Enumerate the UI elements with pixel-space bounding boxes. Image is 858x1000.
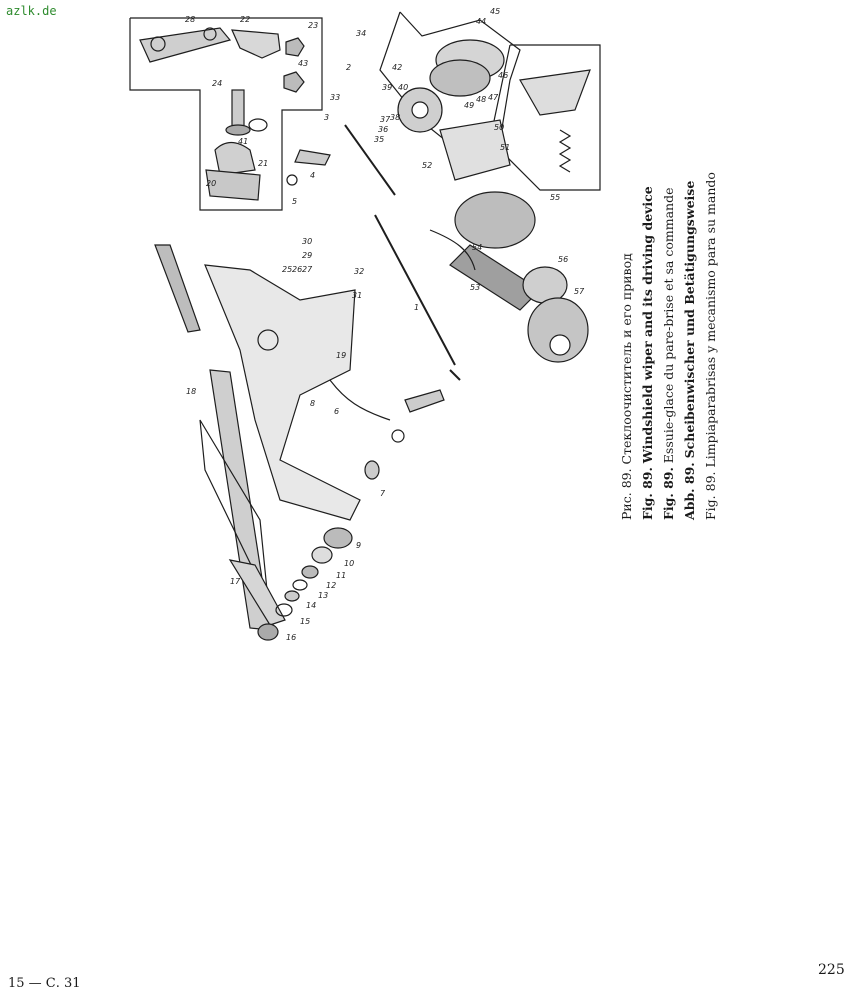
plate-22 [231, 29, 281, 59]
callout-39: 39 [382, 83, 392, 92]
caption-line-fr: Fig. 89. Essuie-glace du pare-brise et s… [661, 187, 676, 520]
connecting-rods [344, 124, 461, 381]
callout-37: 37 [380, 115, 391, 124]
callout-3: 3 [324, 113, 329, 122]
nut-43 [283, 71, 305, 93]
callout-46: 46 [498, 71, 508, 80]
callout-40: 40 [398, 83, 408, 92]
caption-line-en: Fig. 89. Windshield wiper and its drivin… [640, 186, 655, 520]
callout-48: 48 [476, 95, 486, 104]
callout-17: 17 [230, 577, 241, 586]
callout-2-top: 2 [346, 63, 351, 72]
callout-28: 28 [185, 15, 195, 24]
signature-mark: 15 — С. 31 [8, 976, 81, 991]
wiper-arm-16 [154, 244, 201, 333]
callout-1: 1 [414, 303, 419, 312]
caption-line-ru: Рис. 89. Стеклоочиститель и его привод [619, 253, 634, 520]
callout-27: 27 [302, 265, 313, 274]
figure-caption: Рис. 89. Стеклоочиститель и его привод F… [616, 172, 726, 520]
callout-7: 7 [380, 489, 386, 498]
washer-stack [257, 527, 353, 641]
callout-35: 35 [374, 135, 384, 144]
wire-harness-motor [429, 229, 476, 271]
callout-31: 31 [352, 291, 362, 300]
callout-6: 6 [334, 407, 339, 416]
wiper-arm-base-plate [204, 264, 361, 521]
spring-51 [558, 129, 572, 173]
callout-5: 5 [292, 197, 297, 206]
electric-motor [449, 191, 589, 363]
wiper-arm-17 [228, 559, 286, 626]
gear-housing [397, 39, 505, 133]
callout-15: 15 [300, 617, 310, 626]
motor-mounting-plate [439, 119, 511, 181]
callout-32: 32 [354, 267, 364, 276]
callout-8: 8 [310, 399, 315, 408]
callout-25: 25 [282, 265, 292, 274]
callout-21: 21 [258, 159, 268, 168]
callout-36: 36 [378, 125, 388, 134]
callout-42: 42 [392, 63, 402, 72]
callout-26: 26 [292, 265, 302, 274]
site-watermark: azlk.de [6, 4, 57, 18]
callout-20: 20 [206, 179, 216, 188]
callout-24: 24 [212, 79, 222, 88]
caption-line-es: Fig. 89. Limpiaparabrisas y mecanismo pa… [703, 172, 718, 520]
caption-line-de: Abb. 89. Scheibenwischer und Betätigungs… [682, 180, 697, 520]
callout-29: 29 [302, 251, 312, 260]
inset-frame-brackets [129, 17, 323, 211]
callout-10: 10 [344, 559, 354, 568]
callout-14: 14 [306, 601, 316, 610]
callout-50: 50 [494, 123, 504, 132]
wire-harness-6 [329, 379, 391, 421]
crank-lever-upper [286, 149, 331, 186]
bracket-28 [139, 27, 232, 63]
bushing-7 [364, 460, 380, 480]
callout-51: 51 [500, 143, 510, 152]
callout-56: 56 [558, 255, 568, 264]
callout-23: 23 [308, 21, 318, 30]
callout-44: 44 [476, 17, 486, 26]
callout-22: 22 [240, 15, 250, 24]
callout-34: 34 [356, 29, 366, 38]
callout-53: 53 [470, 283, 480, 292]
callout-30: 30 [302, 237, 312, 246]
inset-frame-spring [489, 44, 601, 191]
callout-9: 9 [356, 541, 361, 550]
callout-52: 52 [422, 161, 432, 170]
inset-frame-gear [379, 11, 521, 161]
callout-49: 49 [464, 101, 474, 110]
callout-12: 12 [326, 581, 336, 590]
callout-11: 11 [336, 571, 346, 580]
crank-lever-lower [391, 389, 445, 443]
lever-50 [519, 69, 591, 116]
callout-13: 13 [318, 591, 328, 600]
callout-16: 16 [286, 633, 296, 642]
callout-57: 57 [574, 287, 585, 296]
callout-54: 54 [472, 243, 482, 252]
clip-21 [214, 141, 256, 176]
callout-45: 45 [490, 7, 500, 16]
callout-43: 43 [298, 59, 308, 68]
callout-41: 41 [238, 137, 248, 146]
callout-33: 33 [330, 93, 340, 102]
plate-20 [205, 169, 261, 201]
callout-18: 18 [186, 387, 196, 396]
callout-labels: 28 22 23 43 24 41 21 20 34 2 42 44 45 46… [185, 7, 585, 642]
page-number: 225 [818, 962, 845, 978]
nut-23 [285, 37, 305, 57]
washer-41 [248, 118, 268, 132]
callout-47: 47 [488, 93, 499, 102]
callout-4: 4 [310, 171, 315, 180]
bolt-24 [225, 89, 251, 136]
callout-19: 19 [336, 351, 346, 360]
callout-38: 38 [390, 113, 400, 122]
callout-55: 55 [550, 193, 560, 202]
